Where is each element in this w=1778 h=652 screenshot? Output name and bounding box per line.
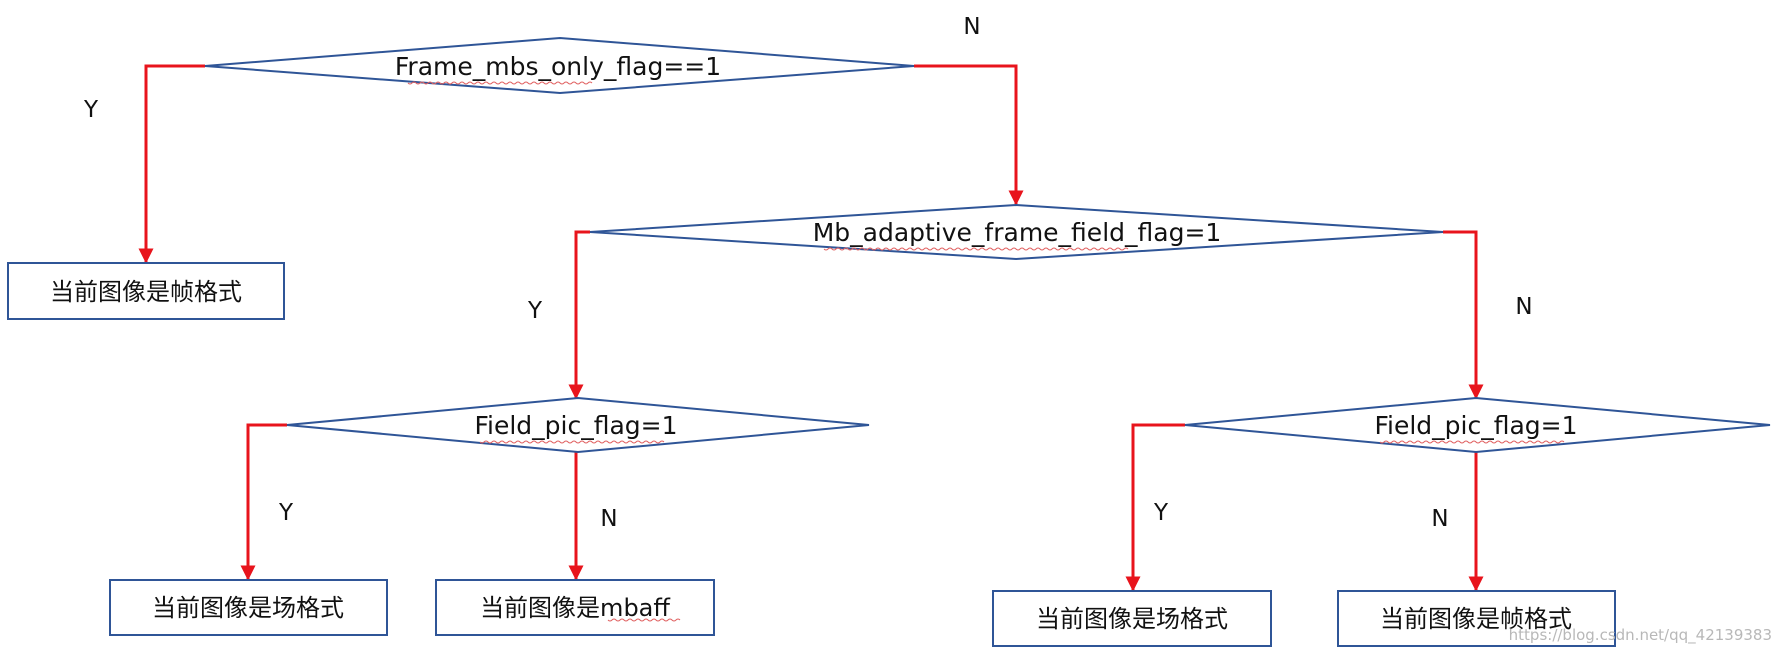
result-label-mbaff: 当前图像是mbaff xyxy=(480,594,670,622)
arrow-d2-no xyxy=(1443,230,1484,400)
decision-label-mb-adaptive: Mb_adaptive_frame_field_flag=1 xyxy=(813,218,1222,247)
arrow-d4-yes xyxy=(1125,423,1185,592)
branch-label-d1-yes: Y xyxy=(83,97,99,123)
branch-label-d2-yes: Y xyxy=(527,298,543,324)
decision-diamond-field-pic-right xyxy=(1184,396,1771,454)
spellcheck-squiggle xyxy=(479,440,665,444)
result-box-field-left xyxy=(109,579,388,636)
result-label-field-left: 当前图像是场格式 xyxy=(152,594,344,622)
result-label-field-right: 当前图像是场格式 xyxy=(1036,605,1228,633)
result-box-field-right xyxy=(992,590,1272,647)
arrow-d1-yes xyxy=(138,64,205,264)
watermark-text: https://blog.csdn.net/qq_42139383 xyxy=(1509,626,1772,645)
arrow-d3-yes xyxy=(240,423,287,581)
branch-label-d3-yes: Y xyxy=(278,500,294,526)
branch-label-d1-no: N xyxy=(963,14,980,40)
spellcheck-squiggle xyxy=(607,618,681,622)
decision-label-field-pic-right: Field_pic_flag=1 xyxy=(1374,411,1577,440)
arrow-d1-no xyxy=(914,64,1024,206)
result-box-frame-right xyxy=(1337,590,1616,647)
decision-label-field-pic-left: Field_pic_flag=1 xyxy=(474,411,677,440)
branch-label-d3-no: N xyxy=(600,506,617,532)
result-box-frame-top xyxy=(7,262,285,320)
branch-label-d2-no: N xyxy=(1515,294,1532,320)
result-box-mbaff xyxy=(435,579,715,636)
spellcheck-squiggle xyxy=(407,81,593,85)
arrow-d2-yes xyxy=(568,230,590,400)
result-label-frame-right: 当前图像是帧格式 xyxy=(1380,605,1572,633)
result-label-frame-top: 当前图像是帧格式 xyxy=(50,278,242,306)
branch-label-d4-yes: Y xyxy=(1153,500,1169,526)
branch-label-d4-no: N xyxy=(1431,506,1448,532)
spellcheck-squiggle xyxy=(823,247,1129,251)
decision-label-frame-mbs: Frame_mbs_only_flag==1 xyxy=(395,52,721,81)
spellcheck-squiggle xyxy=(1379,440,1565,444)
